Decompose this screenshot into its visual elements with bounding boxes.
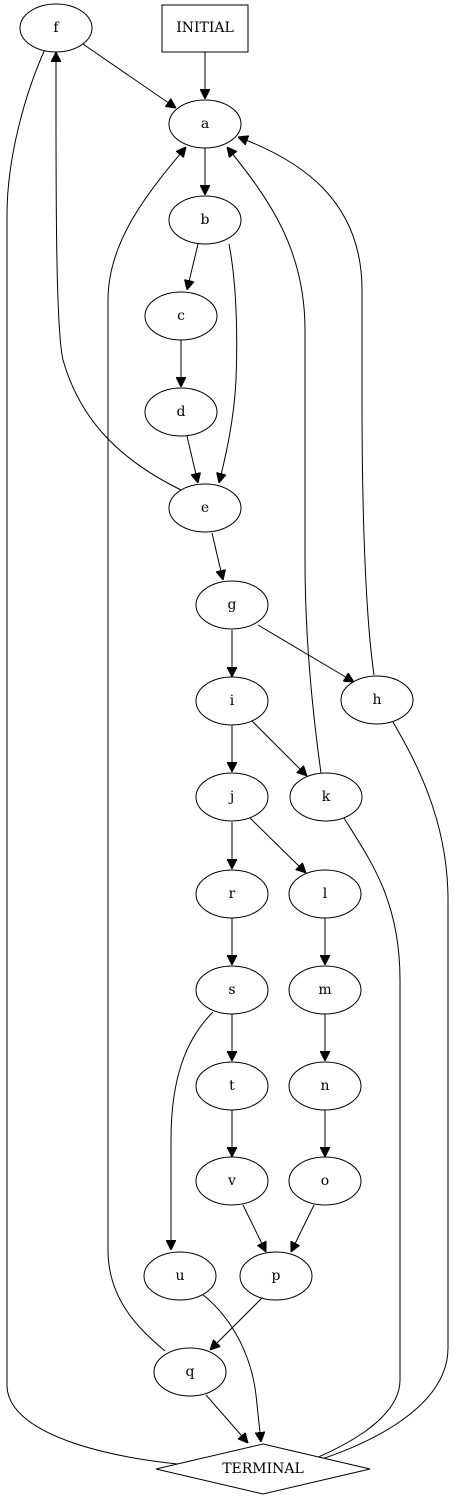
- edge-q-to-a: [107, 147, 186, 1352]
- edge-b-to-c: [187, 243, 199, 290]
- node-u[interactable]: u: [143, 1251, 217, 1301]
- edge-e-to-g: [211, 532, 223, 580]
- node-c[interactable]: c: [144, 291, 218, 341]
- node-a[interactable]: a: [168, 99, 242, 149]
- node-terminal-label: TERMINAL: [222, 1461, 304, 1477]
- node-p[interactable]: p: [239, 1251, 313, 1301]
- node-f-label: f: [53, 20, 60, 36]
- node-m[interactable]: m: [288, 965, 362, 1015]
- edge-e-to-f: [56, 52, 182, 491]
- edge-k-to-a: [227, 147, 322, 774]
- node-p-label: p: [272, 1268, 281, 1284]
- node-i-label: i: [230, 693, 235, 709]
- node-i[interactable]: i: [195, 676, 269, 726]
- node-r[interactable]: r: [195, 869, 269, 919]
- node-q[interactable]: q: [153, 1347, 227, 1397]
- node-k-label: k: [322, 789, 331, 805]
- node-s[interactable]: s: [195, 965, 269, 1015]
- node-s-label: s: [228, 982, 235, 998]
- node-terminal[interactable]: TERMINAL: [155, 1443, 371, 1495]
- node-v[interactable]: v: [195, 1156, 269, 1206]
- node-o[interactable]: o: [288, 1156, 362, 1206]
- edge-b-to-e: [219, 243, 238, 483]
- node-t-label: t: [229, 1078, 235, 1094]
- node-d[interactable]: d: [144, 387, 218, 437]
- node-a-label: a: [201, 116, 209, 132]
- node-g-label: g: [228, 597, 237, 613]
- edge-v-to-p: [242, 1204, 266, 1252]
- node-o-label: o: [321, 1173, 329, 1189]
- edge-f-to-a: [79, 41, 176, 108]
- node-j[interactable]: j: [195, 772, 269, 822]
- edge-s-to-u: [171, 1011, 214, 1250]
- edge-h-to-terminal: [295, 721, 449, 1467]
- node-m-label: m: [318, 982, 331, 998]
- node-c-label: c: [177, 308, 185, 324]
- nodes: INITIAL f a b c d e g: [19, 3, 414, 1495]
- node-t[interactable]: t: [195, 1061, 269, 1111]
- node-e[interactable]: e: [168, 483, 242, 533]
- node-v-label: v: [227, 1173, 236, 1189]
- node-b-label: b: [201, 212, 210, 228]
- node-r-label: r: [229, 886, 236, 902]
- edge-j-to-l: [249, 817, 306, 873]
- node-u-label: u: [175, 1268, 184, 1284]
- node-q-label: q: [186, 1364, 195, 1380]
- node-j-label: j: [228, 789, 234, 805]
- node-d-label: d: [177, 404, 186, 420]
- edge-f-to-terminal: [6, 46, 215, 1467]
- edge-o-to-p: [291, 1204, 315, 1252]
- edge-i-to-k: [250, 719, 307, 776]
- edge-p-to-q: [210, 1297, 263, 1350]
- edge-g-to-h: [257, 624, 354, 682]
- edge-h-to-a: [238, 137, 375, 676]
- edges: [6, 41, 449, 1468]
- edge-u-to-terminal: [201, 1293, 261, 1442]
- node-n[interactable]: n: [288, 1061, 362, 1111]
- node-b[interactable]: b: [168, 195, 242, 245]
- node-h[interactable]: h: [340, 675, 414, 725]
- node-h-label: h: [372, 692, 381, 708]
- node-l-label: l: [323, 886, 328, 902]
- node-initial-label: INITIAL: [176, 20, 234, 36]
- node-n-label: n: [320, 1078, 329, 1094]
- node-initial[interactable]: INITIAL: [161, 4, 249, 53]
- node-g[interactable]: g: [195, 580, 269, 630]
- node-k[interactable]: k: [289, 772, 363, 822]
- node-e-label: e: [201, 500, 209, 516]
- node-f[interactable]: f: [19, 3, 93, 53]
- node-l[interactable]: l: [288, 869, 362, 919]
- edge-q-to-terminal: [205, 1394, 248, 1443]
- edge-d-to-e: [186, 435, 198, 483]
- edge-k-to-terminal: [291, 817, 401, 1468]
